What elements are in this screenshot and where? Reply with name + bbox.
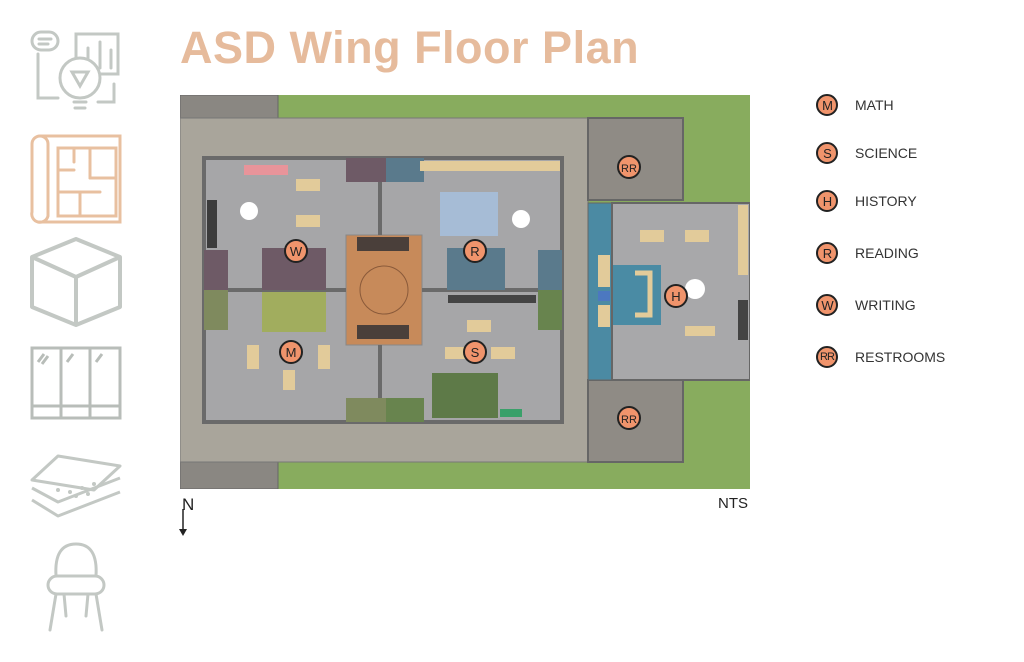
legend-item-history: H HISTORY xyxy=(816,190,917,212)
legend-label: SCIENCE xyxy=(855,145,918,161)
marker-science[interactable]: S xyxy=(463,340,487,364)
legend-item-restrooms: RR RESTROOMS xyxy=(816,346,945,368)
legend-marker: H xyxy=(816,190,838,212)
marker-writing[interactable]: W xyxy=(284,239,308,263)
scale-note: NTS xyxy=(718,495,748,512)
box-icon[interactable] xyxy=(28,235,124,331)
arrow-down-icon xyxy=(179,509,187,536)
marker-history[interactable]: H xyxy=(664,284,688,308)
ideas-icon[interactable] xyxy=(28,28,124,120)
svg-text:R: R xyxy=(470,244,479,259)
legend-marker: W xyxy=(816,294,838,316)
svg-text:W: W xyxy=(290,244,303,259)
marker-reading[interactable]: R xyxy=(463,239,487,263)
legend-label: MATH xyxy=(855,97,894,113)
legend-item-writing: W WRITING xyxy=(816,294,916,316)
north-label: N xyxy=(182,495,195,514)
legend-marker: M xyxy=(816,94,838,116)
legend-marker: R xyxy=(816,242,838,264)
svg-text:M: M xyxy=(286,345,297,360)
exterior-room xyxy=(180,461,279,489)
legend-label: WRITING xyxy=(855,297,916,313)
marker-math[interactable]: M xyxy=(279,340,303,364)
legend-marker: S xyxy=(816,142,838,164)
legend-label: READING xyxy=(855,245,919,261)
layers-icon[interactable] xyxy=(28,452,124,522)
legend-item-science: S SCIENCE xyxy=(816,142,917,164)
svg-text:H: H xyxy=(671,289,680,304)
legend-marker: RR xyxy=(816,346,838,368)
chair-icon[interactable] xyxy=(28,540,124,636)
svg-text:RR: RR xyxy=(621,163,637,175)
floor-plan: W R M S H RR RR xyxy=(180,95,750,489)
blueprint-icon[interactable] xyxy=(28,132,124,224)
svg-text:S: S xyxy=(471,345,480,360)
legend-label: RESTROOMS xyxy=(855,349,946,365)
legend-label: HISTORY xyxy=(855,193,917,209)
reading-rug xyxy=(440,192,498,236)
svg-text:RR: RR xyxy=(621,414,637,426)
north-arrow: N xyxy=(178,495,202,537)
legend-item-math: M MATH xyxy=(816,94,894,116)
marker-restroom-top[interactable]: RR xyxy=(617,155,641,179)
page-title: ASD Wing Floor Plan xyxy=(180,22,640,73)
legend-item-reading: R READING xyxy=(816,242,919,264)
exterior-room xyxy=(180,95,279,119)
marker-restroom-bottom[interactable]: RR xyxy=(617,406,641,430)
window-icon[interactable] xyxy=(28,346,124,422)
